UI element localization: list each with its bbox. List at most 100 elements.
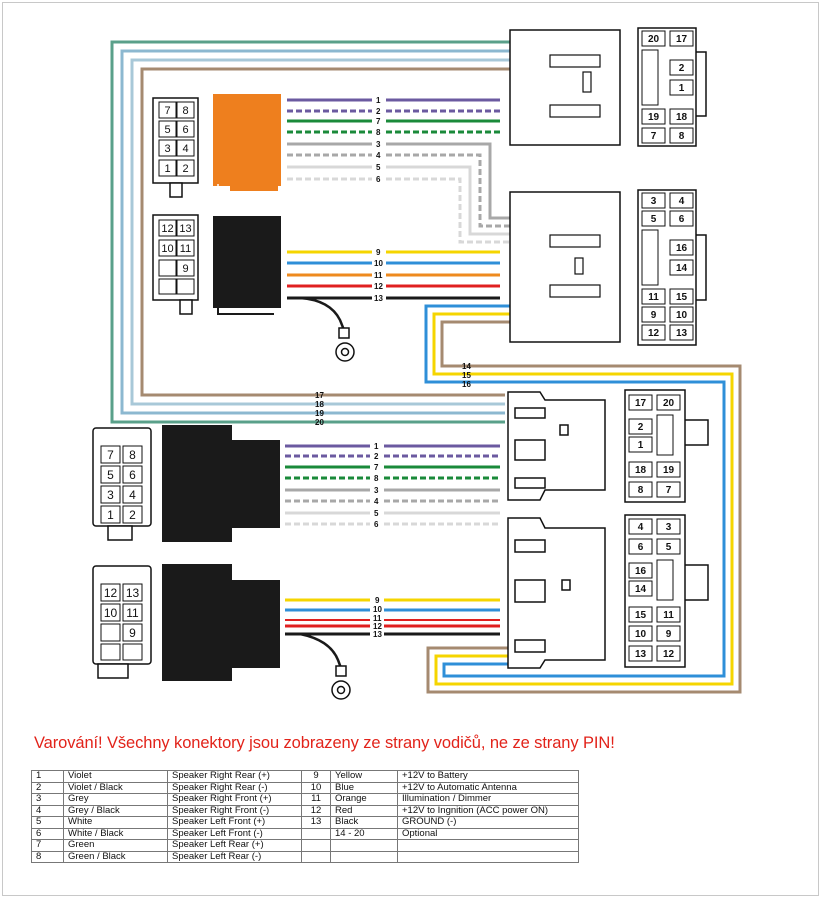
pin-label: 14 (676, 263, 688, 274)
wire-14 (426, 320, 742, 694)
pin-label: 16 (676, 243, 688, 254)
ground-ring-terminal-bottom (331, 665, 351, 700)
wire-label: 7 (374, 463, 379, 472)
wire-16 (424, 304, 726, 678)
legend-cell-color2: Black (330, 816, 398, 829)
pin-label: 5 (164, 124, 170, 136)
legend-cell-pin2: 11 (301, 793, 331, 806)
wire-label: 13 (374, 294, 383, 303)
wire-label: 8 (376, 128, 381, 137)
legend-cell-func: Speaker Left Rear (+) (167, 839, 302, 852)
pin-label: 6 (638, 542, 644, 553)
wire-label: 11 (374, 271, 383, 280)
pin-label: 15 (676, 292, 688, 303)
top-power-wires (287, 250, 500, 331)
wire-label: 2 (376, 107, 381, 116)
iso-speaker-connector-bottom: 7 8 5 6 3 4 1 2 (92, 427, 152, 541)
legend-cell-func2: +12V to Battery (397, 770, 579, 783)
wire-label: 5 (374, 509, 379, 518)
pin-label: 1 (164, 163, 170, 175)
pin-label: 12 (663, 649, 675, 660)
pin-label: 8 (679, 131, 685, 142)
legend-cell-func: Speaker Right Front (+) (167, 793, 302, 806)
pin-label: 13 (126, 586, 140, 600)
iso-speaker-connector-top: 7 8 5 6 3 4 1 2 (152, 97, 199, 198)
pin-label: 12 (161, 223, 173, 235)
pin-label: 9 (129, 626, 136, 640)
pin-label: 16 (635, 566, 647, 577)
pin-label: 13 (635, 649, 647, 660)
legend-cell-pin2 (301, 827, 331, 840)
wire-label: 1 (376, 96, 381, 105)
legend-cell-func2: +12V to Automatic Antenna (397, 781, 579, 794)
pin-label: 9 (651, 310, 657, 321)
legend-cell-color: White (63, 816, 168, 829)
pin-label: 10 (161, 243, 173, 255)
legend-cell-color2: Red (330, 804, 398, 817)
bottom-power-wires (285, 598, 500, 669)
legend-cell-color: Grey / Black (63, 804, 168, 817)
wire-label: 10 (374, 259, 383, 268)
top-speaker-wires (287, 98, 510, 244)
wire-label: 3 (376, 140, 381, 149)
wire-label: 7 (376, 117, 381, 126)
wire-label: 20 (315, 418, 324, 427)
legend-cell-pin: 5 (31, 816, 64, 829)
wire-15 (432, 312, 734, 686)
wire-label: 15 (462, 371, 471, 380)
wiring-diagram: 17 18 19 20 14 15 16 7 8 5 6 3 4 1 2 12 (92, 27, 742, 700)
pin-label: 3 (107, 488, 114, 502)
legend-cell-color: Violet (63, 770, 168, 783)
pin-label: 17 (635, 398, 647, 409)
wire-label: 16 (462, 380, 471, 389)
legend-cell-color2 (330, 850, 398, 863)
legend-cell-pin: 2 (31, 781, 64, 794)
legend-cell-pin2: 10 (301, 781, 331, 794)
pin-label: 12 (648, 328, 660, 339)
wire-label: 3 (374, 486, 379, 495)
wire-label: 1 (374, 442, 379, 451)
pin-label: 2 (679, 63, 685, 74)
legend-cell-func2: GROUND (-) (397, 816, 579, 829)
legend-cell-func: Speaker Left Front (-) (167, 827, 302, 840)
pin-label: 14 (635, 584, 647, 595)
wire-label: 10 (373, 605, 382, 614)
wire-19 (130, 58, 510, 406)
wire-18 (120, 49, 510, 415)
pin-label: 15 (635, 610, 647, 621)
power-plug-black-bottom (162, 564, 280, 681)
pin-label: 8 (638, 485, 644, 496)
pin-label: 11 (126, 606, 139, 620)
legend-cell-color2: 14 - 20 (330, 827, 398, 840)
pin-label: 2 (182, 163, 188, 175)
wire-label: 13 (373, 630, 382, 639)
pin-label: 10 (676, 310, 688, 321)
pin-label: 19 (648, 112, 660, 123)
wire-label: 19 (315, 409, 324, 418)
pin-label: 3 (651, 196, 657, 207)
pin-label: 6 (679, 214, 685, 225)
pin-label: 9 (182, 263, 188, 275)
pin-label: 1 (107, 508, 114, 522)
warning-text: Varování! Všechny konektory jsou zobraze… (34, 734, 615, 752)
wire-label: 11 (373, 614, 382, 623)
pin-label: 6 (182, 124, 188, 136)
legend-cell-func2: +12V to Ingnition (ACC power ON) (397, 804, 579, 817)
pin-label: 7 (651, 131, 657, 142)
pin-label: 20 (648, 34, 660, 45)
legend-cell-func: Speaker Right Rear (-) (167, 781, 302, 794)
pin-label: 1 (638, 440, 644, 451)
pin-label: 7 (666, 485, 672, 496)
vehicle-pinface-top-b: 3 4 5 6 16 14 11 15 9 10 12 13 (637, 189, 707, 346)
pin-label: 5 (651, 214, 657, 225)
pin-label: 11 (180, 243, 191, 255)
